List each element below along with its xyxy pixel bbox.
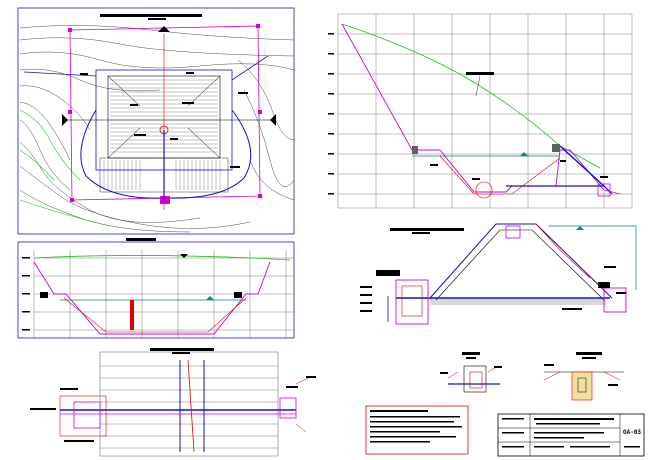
water-marker-aa xyxy=(206,296,214,300)
outlet-chamber-long xyxy=(597,183,611,197)
plan-frame xyxy=(17,7,295,235)
dam-crest-outline xyxy=(429,223,613,299)
drainage-channel xyxy=(80,109,252,199)
section-aa-y-ticks xyxy=(22,257,30,331)
berm-long-right xyxy=(552,144,560,152)
section-aa-frame xyxy=(17,241,295,339)
inlet-pipe xyxy=(23,71,97,77)
detail-2-tags xyxy=(544,364,618,386)
leaders-bb xyxy=(295,377,309,433)
notes-box xyxy=(365,405,469,455)
dam-liner xyxy=(535,223,591,279)
plan-title-bar xyxy=(100,14,202,17)
ground-marker-aa xyxy=(180,254,188,258)
section-bb-frame xyxy=(99,351,279,457)
overflow-pipe xyxy=(231,55,269,81)
contour-green-lines xyxy=(19,109,111,227)
property-boundary xyxy=(69,25,261,201)
intake-tower xyxy=(395,279,429,325)
outlet-cap xyxy=(598,282,610,288)
detail-1-title-bar xyxy=(462,352,480,355)
ground-line-aa xyxy=(33,255,291,261)
apron-hatch xyxy=(103,160,221,190)
detail-2-footing xyxy=(571,371,593,401)
plan-view xyxy=(17,7,295,235)
section-aa xyxy=(17,238,295,339)
axis-bb xyxy=(187,359,195,453)
outlet-chamber-dam xyxy=(603,287,627,313)
detail-2-scale-bar xyxy=(582,357,596,359)
notes-frame xyxy=(365,405,469,455)
detail-1-tags xyxy=(440,366,502,374)
ground-line-profile xyxy=(341,23,601,169)
section-bb-title-bar xyxy=(150,348,214,351)
berm-right-aa xyxy=(234,292,242,298)
foundation-hatch xyxy=(430,299,606,305)
berm-left-aa xyxy=(40,292,48,298)
contour-lines xyxy=(19,25,295,233)
title-block-text-rows xyxy=(502,418,640,448)
liner-long xyxy=(439,155,561,195)
reservoir-level xyxy=(548,225,637,290)
outlet-pipe-long xyxy=(506,185,613,195)
dam-title-bar xyxy=(390,228,464,231)
crest-structure xyxy=(505,225,521,239)
dam-scale-bar xyxy=(412,232,430,234)
sheet-number: OA-03 xyxy=(623,429,641,436)
dam-tags xyxy=(360,266,626,312)
section-bb xyxy=(30,348,316,457)
section-aa-grid xyxy=(33,250,294,338)
detail-2-core xyxy=(577,377,587,393)
detail-callout-long xyxy=(475,181,493,199)
water-marker-long xyxy=(520,152,528,156)
excavation-profile-aa xyxy=(33,261,271,335)
intake-tower-inner xyxy=(401,285,423,317)
detail-2-title-bar xyxy=(576,352,602,355)
reservoir-marker xyxy=(576,226,584,230)
ground-label-leader xyxy=(475,75,481,97)
dam-core-outline xyxy=(435,229,605,301)
tank-diagonals xyxy=(107,75,221,159)
chamber-right-bb xyxy=(279,397,297,419)
detail-1-box xyxy=(463,365,487,393)
title-block: OA-03 xyxy=(497,413,645,457)
section-aa-title-bar xyxy=(126,238,156,241)
section-bb-scale-bar xyxy=(172,352,190,354)
long-profile-grid xyxy=(337,13,633,209)
long-profile-y-ticks xyxy=(328,33,334,195)
chamber-left-bb xyxy=(59,395,107,437)
valve-chamber xyxy=(160,196,170,204)
detail-1 xyxy=(440,352,502,393)
long-profile-tags xyxy=(430,160,608,180)
berm-long-left xyxy=(412,146,418,154)
notes-lines xyxy=(370,410,462,443)
boundary-markers xyxy=(68,24,262,202)
outlet-riser-aa xyxy=(130,300,134,330)
detail-2 xyxy=(543,352,624,401)
section-bb-tags xyxy=(30,376,316,442)
ground-label-tag xyxy=(466,72,494,75)
excavation-profile-long xyxy=(341,23,621,195)
spillway-long xyxy=(559,145,605,187)
liner-aa xyxy=(63,297,247,333)
detail-2-leaders xyxy=(543,371,621,381)
chamber-left-inner-bb xyxy=(73,401,101,429)
section-bb-hlines xyxy=(100,365,278,449)
section-markers xyxy=(62,26,276,126)
detail-1-scale-bar xyxy=(466,357,476,359)
long-profile xyxy=(328,13,633,209)
detail-1-inner xyxy=(469,371,483,389)
plan-leader-tags xyxy=(80,72,248,168)
title-block-frame xyxy=(497,413,645,457)
plan-scale-bar xyxy=(148,18,166,20)
dam-section xyxy=(360,223,637,325)
